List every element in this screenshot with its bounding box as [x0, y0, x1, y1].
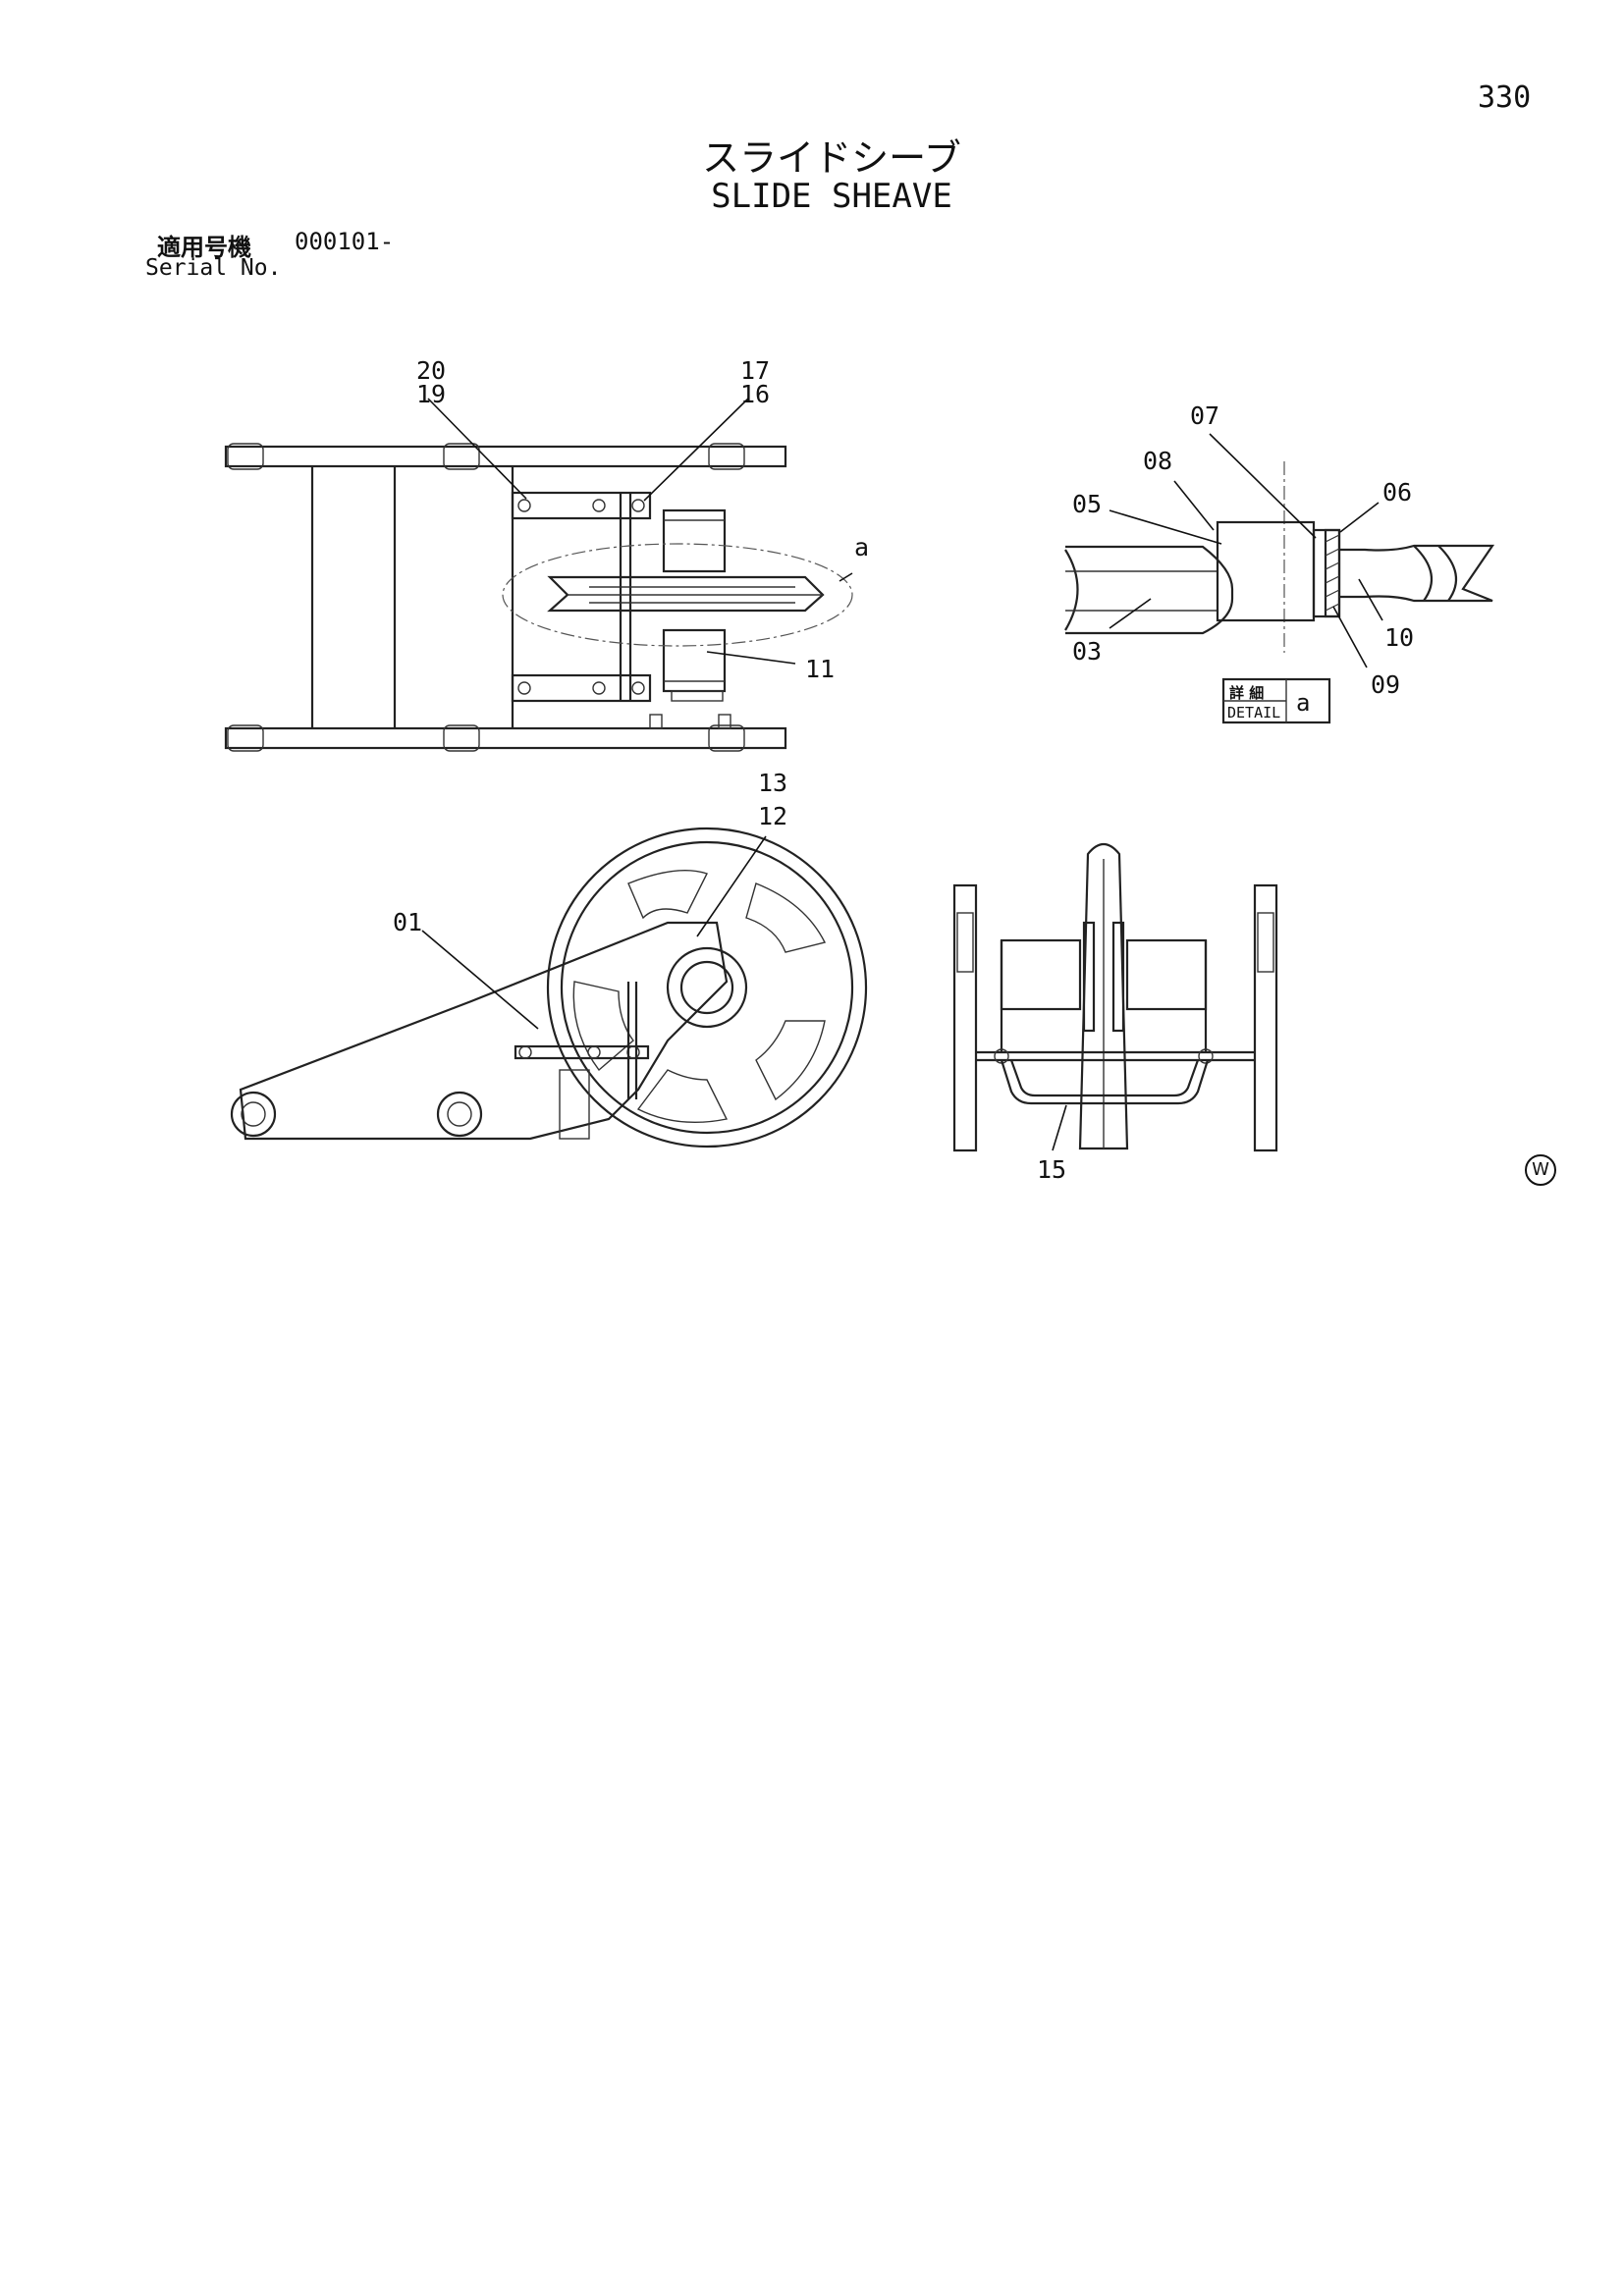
page-title-english: SLIDE SHEAVE — [711, 177, 952, 216]
callout-19: 19 — [416, 380, 446, 408]
page-number: 330 — [1478, 80, 1532, 115]
callout-03: 03 — [1072, 637, 1102, 666]
callout-a: a — [854, 533, 869, 561]
callout-numbers: 20 19 17 16 11 a 07 08 05 06 03 10 09 13… — [393, 356, 1414, 1184]
detail-ref-letter: a — [1296, 689, 1310, 717]
view-side — [230, 827, 868, 1148]
detail-label-japanese: 詳 細 — [1229, 684, 1264, 702]
callout-17: 17 — [740, 356, 770, 385]
callout-07: 07 — [1190, 401, 1219, 430]
callout-05: 05 — [1072, 490, 1102, 518]
callout-10: 10 — [1384, 623, 1414, 652]
callout-13: 13 — [758, 769, 787, 797]
detail-label-english: DETAIL — [1227, 704, 1280, 721]
view-top-frame — [224, 443, 853, 752]
callout-11: 11 — [805, 655, 835, 683]
leader-lines — [421, 398, 1383, 1151]
callout-09: 09 — [1371, 670, 1400, 699]
serial-label-english: Serial No. — [145, 255, 282, 281]
callout-12: 12 — [758, 802, 787, 830]
page-title-japanese: スライドシーブ — [702, 136, 961, 180]
watermark-icon: W — [1525, 1154, 1556, 1186]
view-front — [952, 842, 1278, 1152]
callout-01: 01 — [393, 908, 422, 936]
callout-20: 20 — [416, 356, 446, 385]
serial-label-japanese: 適用号機 — [157, 234, 251, 261]
serial-number-value: 000101- — [295, 228, 395, 255]
view-detail-a — [1064, 461, 1495, 724]
callout-06: 06 — [1382, 478, 1412, 507]
callout-16: 16 — [740, 380, 770, 408]
callout-15: 15 — [1037, 1155, 1066, 1184]
callout-08: 08 — [1143, 447, 1172, 475]
